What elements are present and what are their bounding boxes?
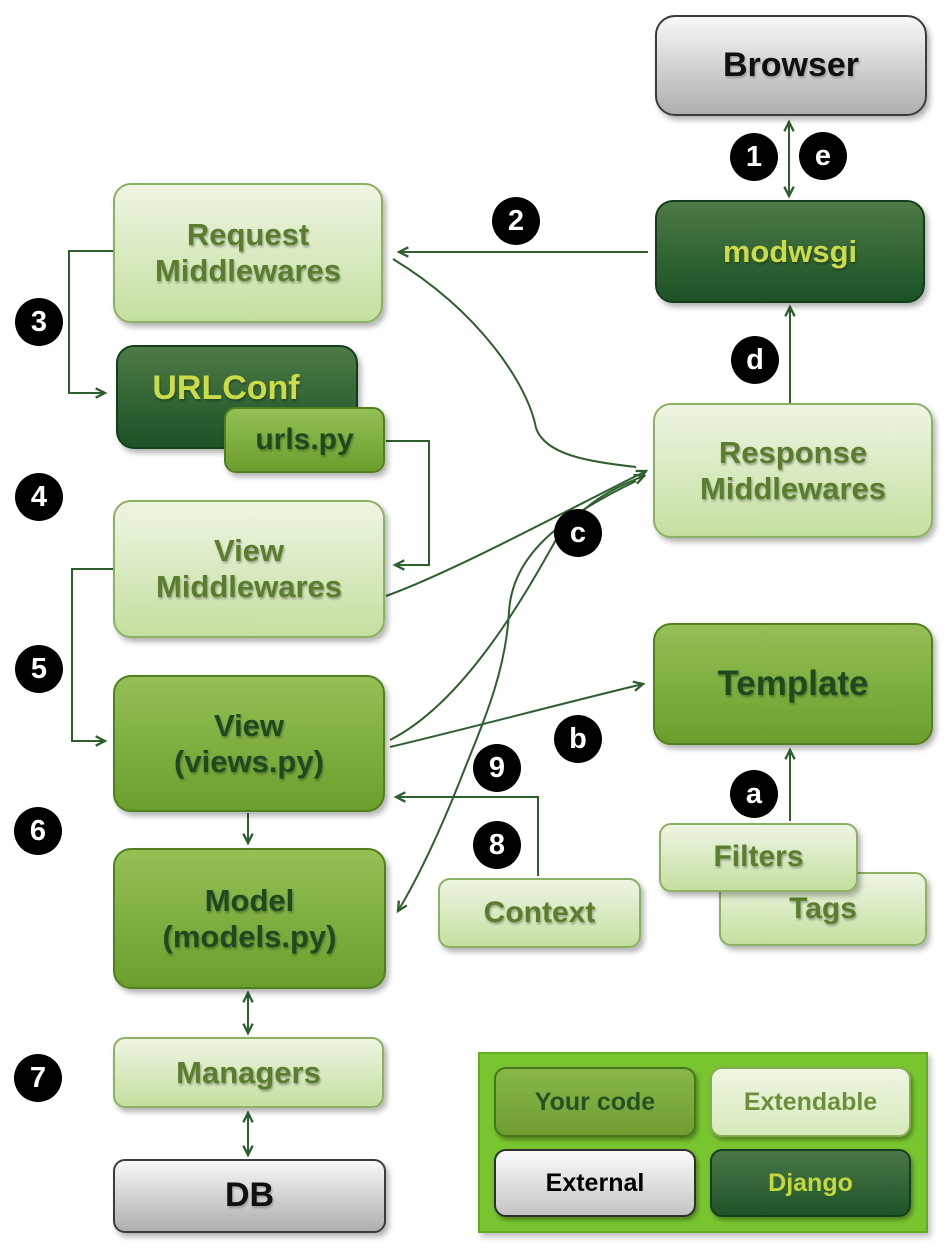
node-browser-label: Browser xyxy=(722,45,860,84)
badge-e: e xyxy=(799,132,847,180)
badge-3: 3 xyxy=(15,298,63,346)
node-modwsgi-label: modwsgi xyxy=(722,233,858,269)
node-model: Model (models.py) xyxy=(113,848,386,989)
node-view-label: View xyxy=(213,707,285,743)
node-template-label: Template xyxy=(717,663,869,703)
node-browser: Browser xyxy=(655,15,927,116)
node-model-label: Model xyxy=(204,882,295,918)
node-db: DB xyxy=(113,1159,386,1233)
node-context: Context xyxy=(438,878,641,948)
node-filters-label: Filters xyxy=(713,840,804,874)
legend-django: Django xyxy=(710,1149,911,1217)
badge-8: 8 xyxy=(473,821,521,869)
curve-view-response-middlewares xyxy=(389,476,644,741)
node-urlconf-label: URLConf xyxy=(152,369,300,408)
curve-view-middlewares-response-middlewares xyxy=(385,471,646,597)
node-db-label: DB xyxy=(224,1176,275,1215)
node-view-middlewares: View Middlewares xyxy=(113,500,385,638)
edge-request-middlewares-urlconf xyxy=(68,250,113,393)
legend-external-label: External xyxy=(545,1168,645,1197)
node-model-label2: (models.py) xyxy=(162,918,337,954)
node-view-middlewares-label2: Middlewares xyxy=(155,569,343,604)
node-request-middlewares: Request Middlewares xyxy=(113,183,383,323)
badge-d: d xyxy=(731,336,779,384)
legend-django-label: Django xyxy=(768,1168,853,1197)
node-response-middlewares-label2: Middlewares xyxy=(699,470,887,506)
node-template: Template xyxy=(653,623,933,745)
node-request-middlewares-label2: Middlewares xyxy=(154,253,342,288)
badge-4: 4 xyxy=(15,473,63,521)
edge-urlspy-view-middlewares xyxy=(386,440,430,565)
node-request-middlewares-label: Request xyxy=(186,217,310,253)
node-view-middlewares-label: View xyxy=(213,533,285,569)
badge-b: b xyxy=(554,715,602,763)
node-tags-label: Tags xyxy=(789,891,857,925)
curve-response-junction-model xyxy=(398,480,637,911)
node-response-middlewares: Response Middlewares xyxy=(653,403,933,538)
badge-2: 2 xyxy=(492,197,540,245)
node-view-label2: (views.py) xyxy=(174,743,324,779)
node-response-middlewares-label: Response xyxy=(718,434,868,470)
legend-external: External xyxy=(494,1149,696,1217)
legend: Your code Extendable External Django xyxy=(478,1052,928,1233)
curve-request-middlewares-response-middlewares xyxy=(392,258,637,468)
badge-c: c xyxy=(554,509,602,557)
badge-9: 9 xyxy=(473,744,521,792)
legend-extendable-label: Extendable xyxy=(743,1087,878,1116)
node-managers: Managers xyxy=(113,1037,384,1108)
edge-context-view xyxy=(396,797,539,876)
legend-extendable: Extendable xyxy=(710,1067,911,1137)
node-filters: Filters xyxy=(659,823,858,892)
node-modwsgi: modwsgi xyxy=(655,200,925,303)
badge-1: 1 xyxy=(730,133,778,181)
node-urls-py: urls.py xyxy=(224,407,385,473)
edge-view-middlewares-view xyxy=(71,568,113,741)
curve-view-template xyxy=(389,684,643,748)
badge-a: a xyxy=(730,770,778,818)
node-view: View (views.py) xyxy=(113,675,385,812)
node-context-label: Context xyxy=(483,895,596,929)
node-urls-py-label: urls.py xyxy=(255,422,354,456)
badge-6: 6 xyxy=(14,807,62,855)
badge-5: 5 xyxy=(15,645,63,693)
node-managers-label: Managers xyxy=(176,1054,321,1090)
edge-group xyxy=(68,122,790,1155)
legend-your-code: Your code xyxy=(494,1067,696,1137)
legend-your-code-label: Your code xyxy=(534,1087,656,1116)
badge-7: 7 xyxy=(14,1054,62,1102)
